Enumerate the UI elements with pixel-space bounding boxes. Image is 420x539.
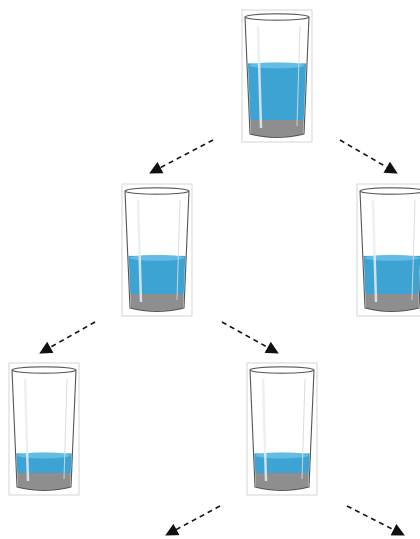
glass-reflection <box>411 199 416 301</box>
glass-left-left <box>8 362 80 496</box>
water-surface <box>129 254 185 261</box>
sediment-bottom <box>366 305 418 311</box>
glass-rim <box>124 187 190 195</box>
glass-outline <box>11 369 77 492</box>
sediment-fill <box>17 473 71 487</box>
glass-reflection <box>261 378 268 482</box>
sediment-bottom <box>18 484 70 490</box>
arrow-left-to-left-right <box>221 321 279 354</box>
glass-reflection <box>23 378 30 482</box>
sediment-bottom <box>256 484 308 490</box>
glass-reflection <box>256 25 263 129</box>
arrow-root-to-left <box>149 139 214 174</box>
glass-reflection <box>176 199 181 301</box>
glass-reflection <box>296 25 301 127</box>
glass-outline <box>124 190 190 313</box>
glass-rim <box>11 366 77 374</box>
water-surface <box>17 452 71 459</box>
glass-outline <box>249 369 315 492</box>
glass-rim <box>359 187 420 195</box>
arrow-lr-down-left <box>165 505 221 536</box>
arrow-left-to-left-left <box>39 321 96 354</box>
sediment-fill <box>250 120 304 134</box>
water-fill <box>254 453 310 473</box>
sediment-bottom <box>131 305 183 311</box>
glass-outline <box>244 16 310 139</box>
water-fill <box>363 255 420 294</box>
water-fill <box>128 255 186 294</box>
sediment-fill <box>255 473 309 487</box>
glass-rim <box>244 13 310 21</box>
arrow-root-to-right <box>339 139 398 174</box>
glass-reflection <box>371 199 378 303</box>
sediment-fill <box>130 294 184 308</box>
glass-right <box>356 183 420 317</box>
glass-root <box>241 9 313 143</box>
water-surface <box>364 254 420 261</box>
arrow-lr-down-right <box>346 505 405 536</box>
glass-left-right <box>246 362 318 496</box>
water-fill <box>16 453 72 473</box>
glass-reflection <box>301 378 306 480</box>
sediment-bottom <box>251 131 303 137</box>
arrows <box>39 139 405 536</box>
glass-rim <box>249 366 315 374</box>
water-surface <box>255 452 309 459</box>
water-surface <box>248 62 306 69</box>
sediment-fill <box>365 294 419 308</box>
glass-outline <box>359 190 420 313</box>
glass-left <box>121 183 193 317</box>
glass-reflection <box>63 378 68 480</box>
water-fill <box>247 63 307 120</box>
glass-reflection <box>136 199 143 303</box>
